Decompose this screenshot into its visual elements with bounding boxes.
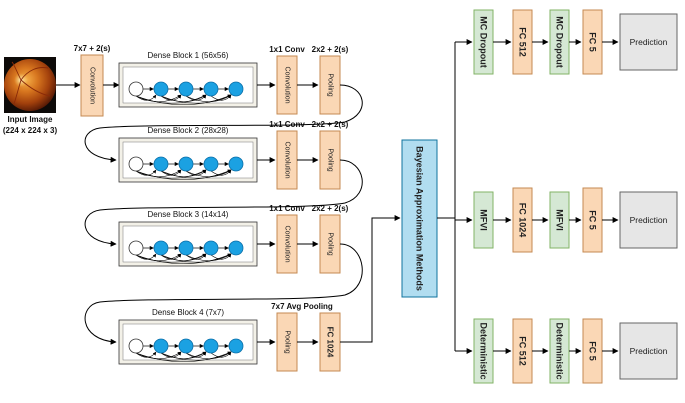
dense-layer-node <box>153 81 169 97</box>
bayes-layer-label: MC Dropout <box>479 16 489 68</box>
transition-conv-label: Convolution <box>284 226 291 263</box>
transition-pool-label: Pooling <box>327 232 334 255</box>
dense-connection <box>185 169 232 178</box>
dense-block-3: Dense Block 3 (14x14) 1x1 ConvConvolution… <box>118 204 349 274</box>
dense-layer-node <box>178 240 194 256</box>
input-caption-line2: (224 x 224 x 3) <box>3 126 58 135</box>
dense-layer-node <box>228 338 244 354</box>
dense-connection <box>185 94 232 103</box>
dense-block-4: Dense Block 4 (7x7) 7x7 Avg PoolingPoolin… <box>118 302 341 372</box>
pool-top-label: 2x2 + 2(s) <box>312 120 349 129</box>
dense-block-2: Dense Block 2 (28x28)1x1 ConvConvolution… <box>118 120 349 190</box>
output-branch-1: MC Dropout FC 512 MC Dropout FC 5 Prediction <box>455 9 678 75</box>
dense-block-title: Dense Block 1 (56x56) <box>148 51 229 60</box>
s-curve-1 <box>84 84 363 163</box>
dense-layer-node <box>153 156 169 172</box>
transition-top-label: 7x7 Avg Pooling <box>271 302 333 311</box>
dense-connection <box>135 94 232 106</box>
transition-top-label: 1x1 Conv <box>269 45 305 54</box>
fc-layer-label: FC 512 <box>518 27 528 57</box>
pool-top-label: 2x2 + 2(s) <box>312 45 349 54</box>
s-curve-3 <box>84 243 363 345</box>
bayes-box <box>401 139 438 298</box>
bayes-label: Bayesian Approximation Methods <box>415 146 425 291</box>
dense-layer-node <box>153 240 169 256</box>
transition-pool-label: FC 1024 <box>326 327 335 358</box>
bayes-layer-label: MFVI <box>479 209 489 231</box>
bayes-layer-label: MFVI <box>555 209 565 231</box>
dense-layer-node <box>228 240 244 256</box>
pool-top-label: 2x2 + 2(s) <box>312 204 349 213</box>
dense-layer-node <box>228 156 244 172</box>
dense-connection <box>210 169 232 176</box>
output-branch-3: Deterministic FC 512 Deterministic FC 5 Pred… <box>455 318 678 384</box>
dense-layer-node <box>203 240 219 256</box>
transition-conv-label: Pooling <box>284 330 291 353</box>
dense-block-1: Dense Block 1 (56x56) 1x1 ConvConvolution… <box>118 45 349 115</box>
vessels <box>11 61 51 105</box>
fundus-icon <box>4 59 56 111</box>
dense-connection <box>185 351 232 360</box>
dense-layer-node <box>178 81 194 97</box>
input-caption-line1: Input Image <box>8 115 53 124</box>
dense-layer-node <box>228 81 244 97</box>
dense-connection <box>160 169 232 179</box>
dense-connection <box>210 94 232 101</box>
transition-top-label: 1x1 Conv <box>269 204 305 213</box>
s-curve-2 <box>84 159 363 247</box>
fc-layer-label: FC 5 <box>588 341 598 361</box>
transition-conv-label: Convolution <box>284 142 291 179</box>
dense-connection <box>135 253 232 265</box>
dense-connection <box>160 253 232 263</box>
dense-connection <box>160 94 232 104</box>
fc-layer-label: FC 512 <box>518 336 528 366</box>
dense-input-node <box>128 338 144 354</box>
dense-layer-node <box>153 338 169 354</box>
dense-connection <box>135 169 232 181</box>
dense-connection <box>135 351 232 363</box>
prediction-box <box>619 13 678 71</box>
bayes-layer-label: Deterministic <box>479 322 489 379</box>
output-branch-2: MFVI FC 1024 MFVI FC 5 Prediction <box>455 187 678 253</box>
transition-conv-label: Convolution <box>284 67 291 104</box>
dense-connection <box>210 351 232 358</box>
bayes-layer-label: Deterministic <box>555 322 565 379</box>
dense-block-title: Dense Block 2 (28x28) <box>148 126 229 135</box>
transition-pool-label: Pooling <box>327 148 334 171</box>
stem-conv-top-label: 7x7 + 2(s) <box>74 44 111 53</box>
dense-block-title: Dense Block 4 (7x7) <box>152 308 224 317</box>
stem-conv-label: Convolution <box>89 67 96 104</box>
arrow-fc1024-to-bayes <box>340 215 401 343</box>
prediction-box <box>619 322 678 380</box>
fc-layer-label: FC 5 <box>588 32 598 52</box>
dense-layer-node <box>178 338 194 354</box>
dense-input-node <box>128 156 144 172</box>
dense-layer-node <box>203 81 219 97</box>
dense-layer-node <box>203 338 219 354</box>
dense-connection <box>160 351 232 361</box>
dense-connection <box>185 253 232 262</box>
dense-block-title: Dense Block 3 (14x14) <box>148 210 229 219</box>
fc-layer-label: FC 5 <box>588 210 598 230</box>
prediction-label: Prediction <box>630 346 668 356</box>
transition-pool-label: Pooling <box>327 73 334 96</box>
prediction-label: Prediction <box>630 215 668 225</box>
input-image <box>4 57 56 113</box>
fc-layer-label: FC 1024 <box>518 203 528 238</box>
dense-layer-node <box>203 156 219 172</box>
bayes-layer-label: MC Dropout <box>555 16 565 68</box>
prediction-box <box>619 191 678 249</box>
dense-input-node <box>128 81 144 97</box>
dense-connection <box>210 253 232 260</box>
prediction-label: Prediction <box>630 37 668 47</box>
dense-layer-node <box>178 156 194 172</box>
dense-input-node <box>128 240 144 256</box>
